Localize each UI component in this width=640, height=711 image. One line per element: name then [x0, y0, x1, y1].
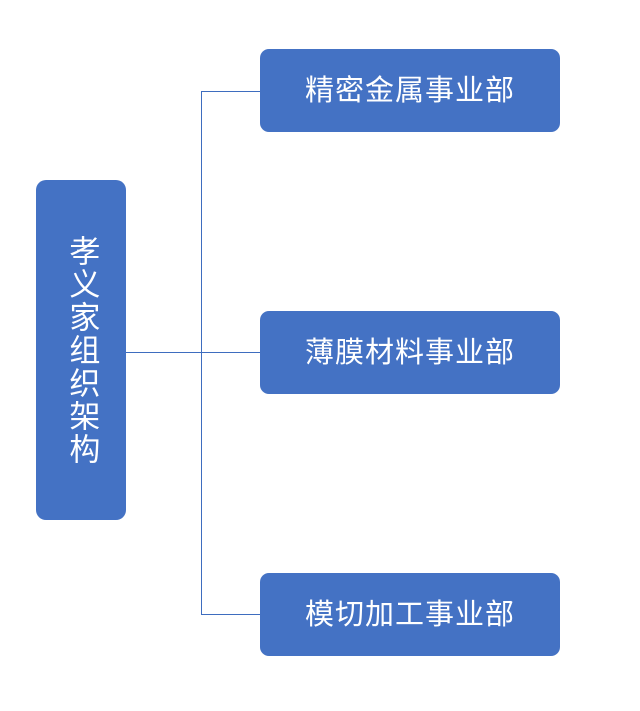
org-node-child-1-label: 薄膜材料事业部	[304, 335, 515, 370]
org-node-root-label: 孝义家组织架构	[63, 234, 100, 466]
org-node-child-0-label: 精密金属事业部	[304, 73, 515, 108]
org-node-child-2-label: 模切加工事业部	[304, 597, 515, 632]
org-node-child-1[interactable]: 薄膜材料事业部	[260, 311, 560, 394]
org-node-root[interactable]: 孝义家组织架构	[36, 180, 126, 520]
org-node-child-0[interactable]: 精密金属事业部	[260, 49, 560, 132]
org-node-child-2[interactable]: 模切加工事业部	[260, 573, 560, 656]
